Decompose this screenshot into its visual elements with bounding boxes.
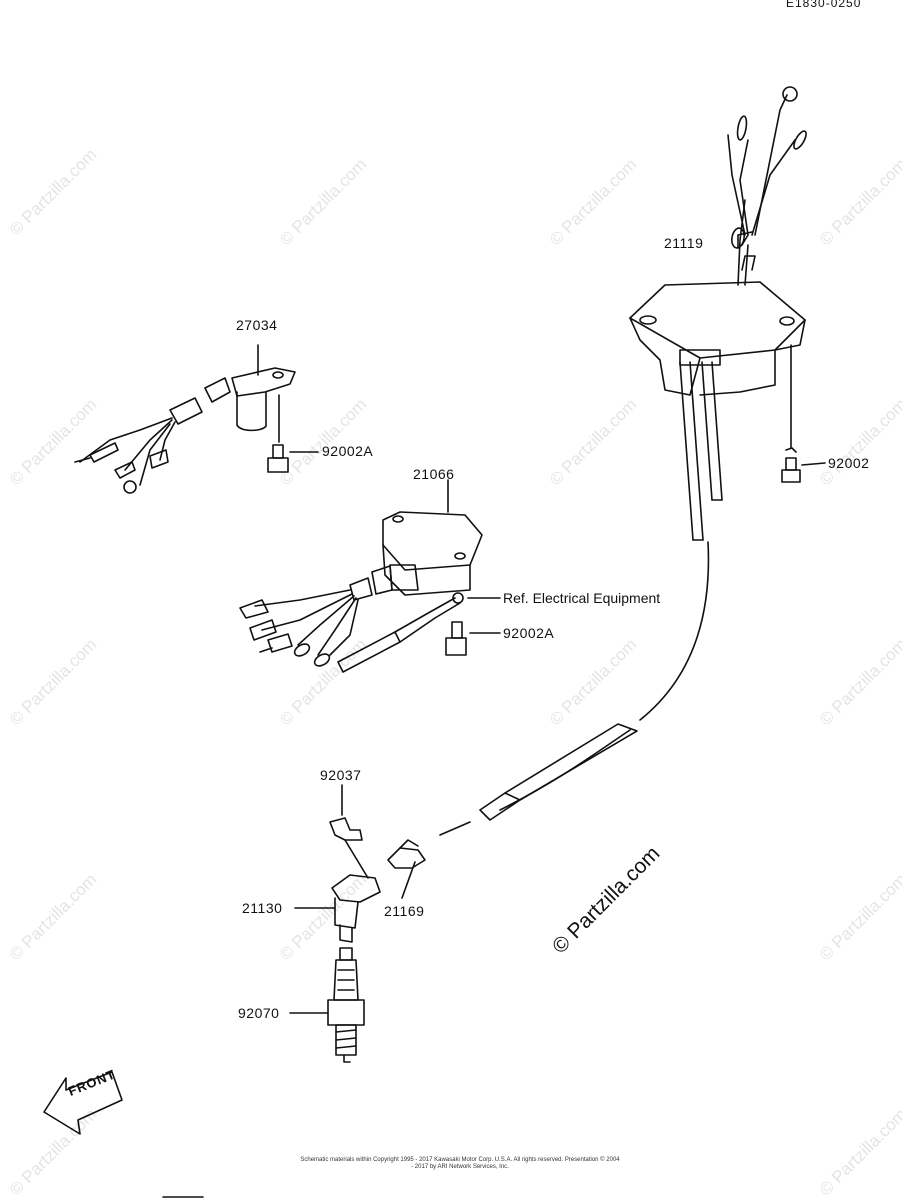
- copyright-notice: Schematic materials within Copyright 199…: [300, 1157, 620, 1170]
- clip-92037: [329, 784, 369, 879]
- bolt-92002A-mid: [445, 621, 501, 656]
- plug-cap-21130: [294, 874, 381, 943]
- label-21169: 21169: [384, 903, 425, 919]
- label-ref-electrical: Ref. Electrical Equipment: [503, 590, 661, 606]
- label-21066: 21066: [413, 466, 455, 482]
- cdi-unit-21119: [439, 86, 807, 836]
- label-92002: 92002: [828, 455, 870, 471]
- label-92037: 92037: [320, 767, 362, 783]
- diagram-code: E1830-0250: [786, 0, 862, 10]
- pulser-coil-27034: [74, 344, 296, 494]
- label-21130: 21130: [242, 900, 283, 916]
- spark-plug-92070: [289, 947, 365, 1063]
- label-92002A-mid: 92002A: [503, 625, 555, 641]
- label-92002A-top: 92002A: [322, 443, 374, 459]
- cap-21169: [387, 839, 426, 899]
- regulator-21066: [239, 479, 501, 673]
- label-27034: 27034: [236, 317, 278, 333]
- front-arrow-icon: [43, 1071, 123, 1135]
- label-92070: 92070: [238, 1005, 280, 1021]
- bolt-92002: [781, 344, 826, 483]
- label-21119: 21119: [664, 235, 704, 251]
- bolt-92002A-top: [267, 394, 319, 473]
